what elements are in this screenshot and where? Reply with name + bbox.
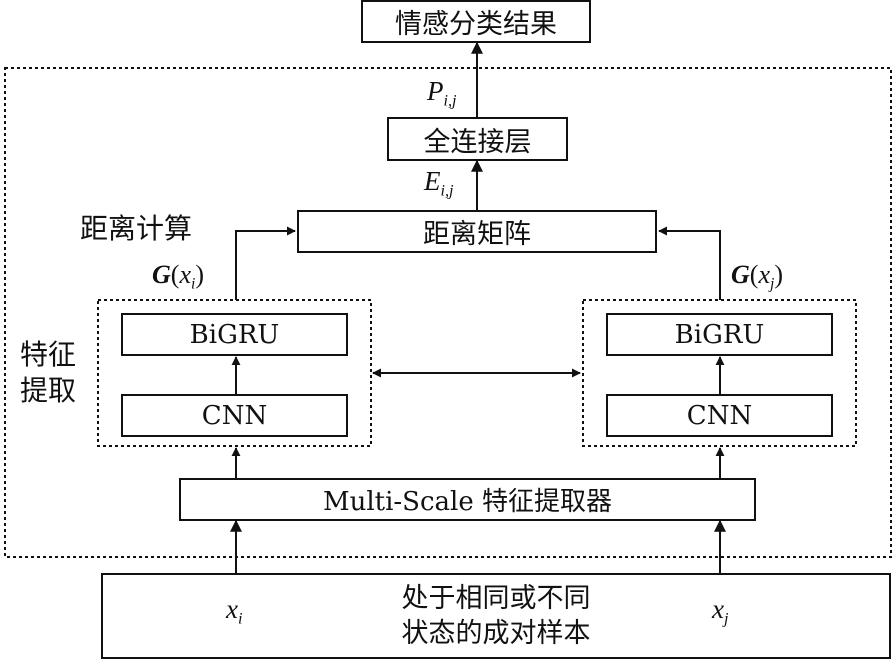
- output-box: 情感分类结果: [361, 0, 591, 43]
- right-bigru-label: BiGRU: [674, 319, 765, 350]
- right-branch-dotted-region: [582, 299, 857, 447]
- right-bigru-box: BiGRU: [606, 313, 833, 356]
- multiscale-extractor-box: Multi-Scale 特征提取器: [179, 478, 756, 521]
- left-cnn-box: CNN: [121, 394, 348, 437]
- input-right-var: xj: [712, 594, 729, 628]
- left-cnn-label: CNN: [201, 400, 268, 431]
- right-cnn-label: CNN: [686, 400, 753, 431]
- left-bigru-label: BiGRU: [189, 319, 280, 350]
- output-label: 情感分类结果: [395, 9, 557, 40]
- p-label: Pi,j: [427, 76, 457, 110]
- feature-extraction-label-line2: 提取: [20, 374, 77, 407]
- input-samples-box: 处于相同或不同 状态的成对样本: [101, 573, 891, 659]
- input-line1: 处于相同或不同: [401, 582, 591, 614]
- arrow-left-bigru-to-distance: [235, 226, 296, 300]
- fc-layer-label: 全连接层: [423, 126, 532, 158]
- distance-matrix-box: 距离矩阵: [297, 210, 657, 253]
- multiscale-extractor-label: Multi-Scale 特征提取器: [322, 487, 613, 517]
- feature-extraction-label-line1: 特征: [20, 338, 77, 371]
- left-g-label: G(xi): [152, 260, 205, 293]
- arrow-right-bigru-to-distance: [658, 226, 721, 300]
- fc-layer-box: 全连接层: [387, 117, 568, 161]
- outer-dotted-region: [4, 67, 892, 558]
- right-g-label: G(xj): [731, 260, 784, 293]
- left-bigru-box: BiGRU: [121, 313, 348, 356]
- distance-compute-label: 距离计算: [80, 212, 193, 245]
- input-left-var: xi: [226, 594, 243, 628]
- input-line2: 状态的成对样本: [401, 618, 591, 649]
- e-label: Ei,j: [424, 166, 454, 200]
- distance-matrix-label: 距离矩阵: [423, 219, 531, 250]
- right-cnn-box: CNN: [606, 394, 833, 437]
- left-branch-dotted-region: [97, 299, 372, 447]
